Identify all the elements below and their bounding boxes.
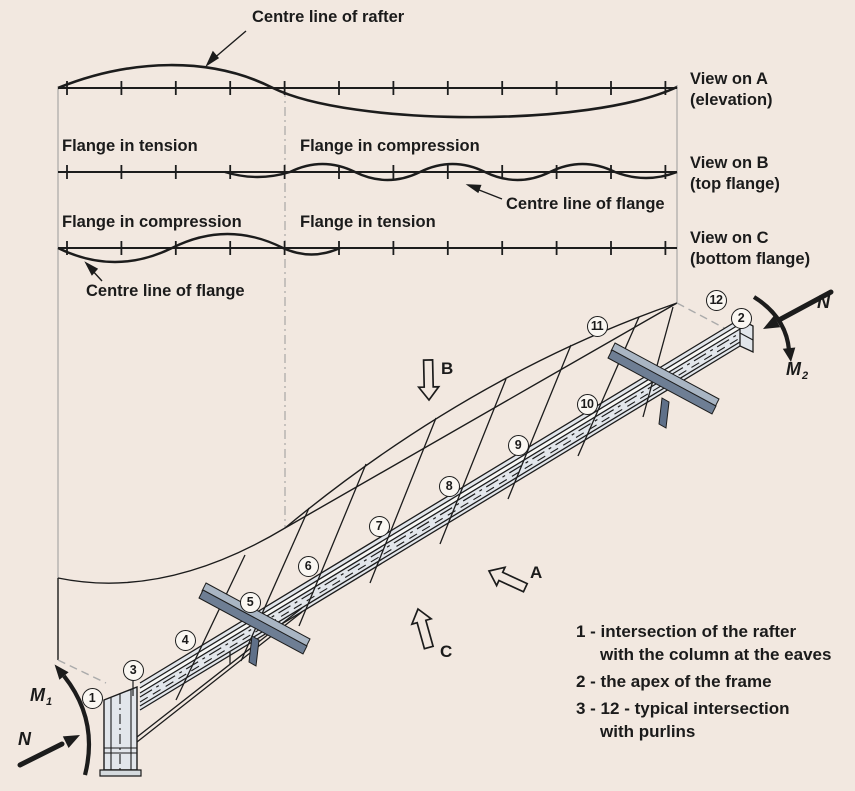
centre-line-of-flange-leader-top xyxy=(465,184,503,200)
view-arrow-b-label: B xyxy=(441,359,454,378)
view-a-label: View on A (elevation) xyxy=(690,69,773,111)
marker-3: 3 xyxy=(122,659,144,681)
legend-item-3-line-2: with purlins xyxy=(600,722,696,741)
marker-7: 7 xyxy=(368,515,390,537)
column-base-cap xyxy=(99,769,142,777)
legend-item-1-line-1: 1 - intersection of the rafter xyxy=(576,622,797,641)
marker-10: 10 xyxy=(576,393,598,415)
surface-deflected-edge xyxy=(284,302,678,529)
view-arrow-a-icon xyxy=(487,566,529,593)
view-arrow-a-label: A xyxy=(530,563,543,582)
marker-6: 6 xyxy=(297,555,319,577)
bottom-flange-buckle-curve xyxy=(57,232,341,264)
axial-force-arrow-bottom xyxy=(17,735,80,768)
purlin-5 xyxy=(198,582,311,667)
view-c-label: View on C (bottom flange) xyxy=(690,228,810,270)
zone-c-left-label: Flange in compression xyxy=(62,213,242,231)
view-b-name: View on B xyxy=(690,154,769,172)
zone-b-left-label: Flange in tension xyxy=(62,137,198,155)
column xyxy=(99,685,142,777)
centre-line-of-flange-top-label: Centre line of flange xyxy=(506,195,665,213)
legend-item-2-line-1: 2 - the apex of the frame xyxy=(576,672,772,691)
zone-c-right-label: Flange in tension xyxy=(300,213,436,231)
marker-8: 8 xyxy=(438,475,460,497)
force-n-top-label: N xyxy=(817,292,830,312)
axial-force-arrow-top xyxy=(763,289,834,329)
rafter-centre-line-curve xyxy=(57,63,678,119)
zone-b-right-label: Flange in compression xyxy=(300,137,480,155)
view-arrow-c-icon xyxy=(410,607,435,650)
web-surface xyxy=(57,302,678,660)
rafter-centre-dash-dot xyxy=(139,332,741,698)
marker-5: 5 xyxy=(239,591,261,613)
view-c-diagram xyxy=(57,232,677,282)
centre-line-of-rafter-leader xyxy=(205,30,247,67)
force-m1-label: M1 xyxy=(30,685,53,708)
view-a-name: View on A xyxy=(690,70,768,88)
marker-1: 1 xyxy=(81,687,103,709)
rafter-beam xyxy=(139,317,754,711)
view-c-name: View on C xyxy=(690,229,769,247)
marker-11: 11 xyxy=(586,315,608,337)
centre-line-of-rafter-label: Centre line of rafter xyxy=(252,8,405,26)
moment-arrow-m1 xyxy=(54,664,92,776)
marker-2: 2 xyxy=(730,307,752,329)
top-flange-buckle-curve xyxy=(224,162,678,182)
purlin-generator-lines xyxy=(175,306,674,701)
surface-dashed-edges xyxy=(57,302,729,684)
force-m2-label: M2 xyxy=(786,359,809,382)
view-a-subtitle: (elevation) xyxy=(690,91,773,110)
surface-top-edge xyxy=(57,302,678,584)
projection-lines xyxy=(57,85,678,578)
centre-line-of-flange-bottom-label: Centre line of flange xyxy=(86,282,245,300)
view-c-subtitle: (bottom flange) xyxy=(690,250,811,269)
view-arrow-c-label: C xyxy=(440,642,453,661)
legend-item-3-line-1: 3 - 12 - typical intersection xyxy=(576,699,790,718)
marker-12: 12 xyxy=(705,289,727,311)
marker-9: 9 xyxy=(507,434,529,456)
view-b-subtitle: (top flange) xyxy=(690,175,780,194)
marker-4: 4 xyxy=(174,629,196,651)
view-b-diagram xyxy=(58,162,678,200)
view-a-diagram xyxy=(57,30,678,119)
legend-item-1-line-2: with the column at the eaves xyxy=(600,645,832,664)
view-b-label: View on B (top flange) xyxy=(690,153,780,195)
force-n-bottom-label: N xyxy=(18,729,31,749)
purlin-11 xyxy=(607,342,720,429)
view-arrow-b-icon xyxy=(416,359,441,402)
centre-line-of-flange-leader-bottom xyxy=(84,261,103,282)
moment-arrow-m2 xyxy=(752,295,796,362)
